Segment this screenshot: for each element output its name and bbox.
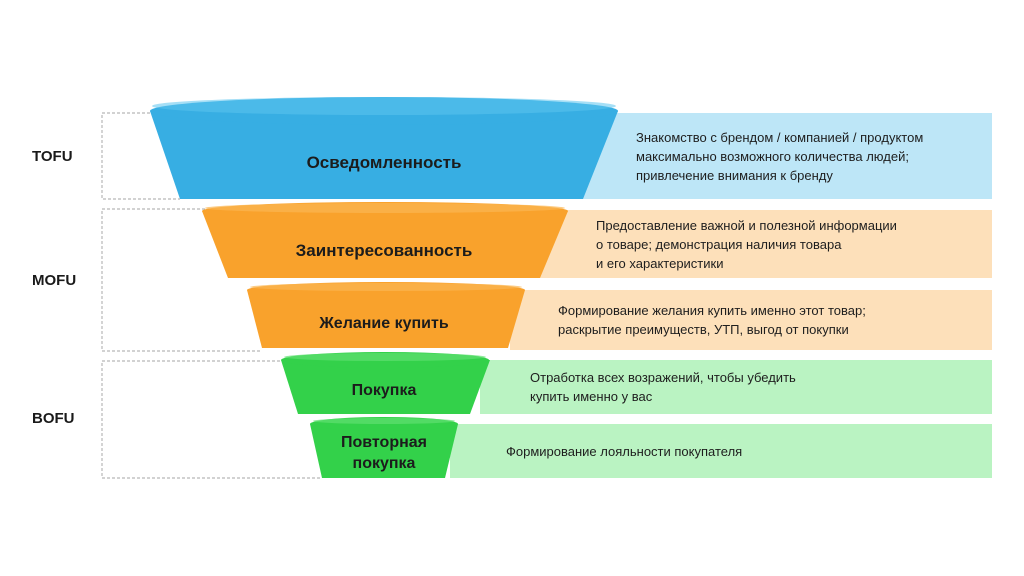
- funnel-label-desire: Желание купить: [319, 315, 449, 332]
- description-desire: Формирование желания купить именно этот …: [558, 303, 866, 337]
- bofu-bracket: [101, 360, 322, 479]
- funnel-label-interest: Заинтересованность: [295, 241, 473, 260]
- description-repeat: Формирование лояльности покупателя: [506, 443, 743, 459]
- description-box-desire: Формирование желания купить именно этот …: [510, 290, 992, 350]
- tofu-bracket: [101, 112, 180, 200]
- stage-label-tofu: TOFU: [32, 148, 73, 165]
- stage-label-bofu: BOFU: [32, 410, 75, 427]
- stage-label-mofu: MOFU: [32, 272, 77, 289]
- description-awareness: Знакомство с брендом / компанией / проду…: [636, 129, 924, 183]
- mofu-bracket: [101, 208, 262, 352]
- funnel-segment-desire: [247, 282, 525, 348]
- description-interest: Предоставление важной и полезной информа…: [596, 217, 897, 271]
- funnel-segment-awareness: [150, 97, 618, 199]
- funnel-segment-repeat: [310, 417, 458, 478]
- funnel-label-purchase: Покупка: [351, 382, 417, 399]
- funnel-label-awareness: Осведомленность: [306, 153, 462, 172]
- description-box-awareness: Знакомство с брендом / компанией / проду…: [560, 113, 992, 199]
- funnel-label-repeat: Повторная покупка: [341, 434, 427, 472]
- funnel-segment-purchase: [281, 352, 490, 414]
- description-box-purchase: Отработка всех возражений, чтобы убедить…: [480, 360, 992, 414]
- description-box-interest: Предоставление важной и полезной информа…: [540, 210, 992, 278]
- description-purchase: Отработка всех возражений, чтобы убедить…: [530, 370, 796, 404]
- description-box-repeat: Формирование лояльности покупателя: [450, 424, 992, 478]
- funnel-segment-interest: [202, 202, 568, 278]
